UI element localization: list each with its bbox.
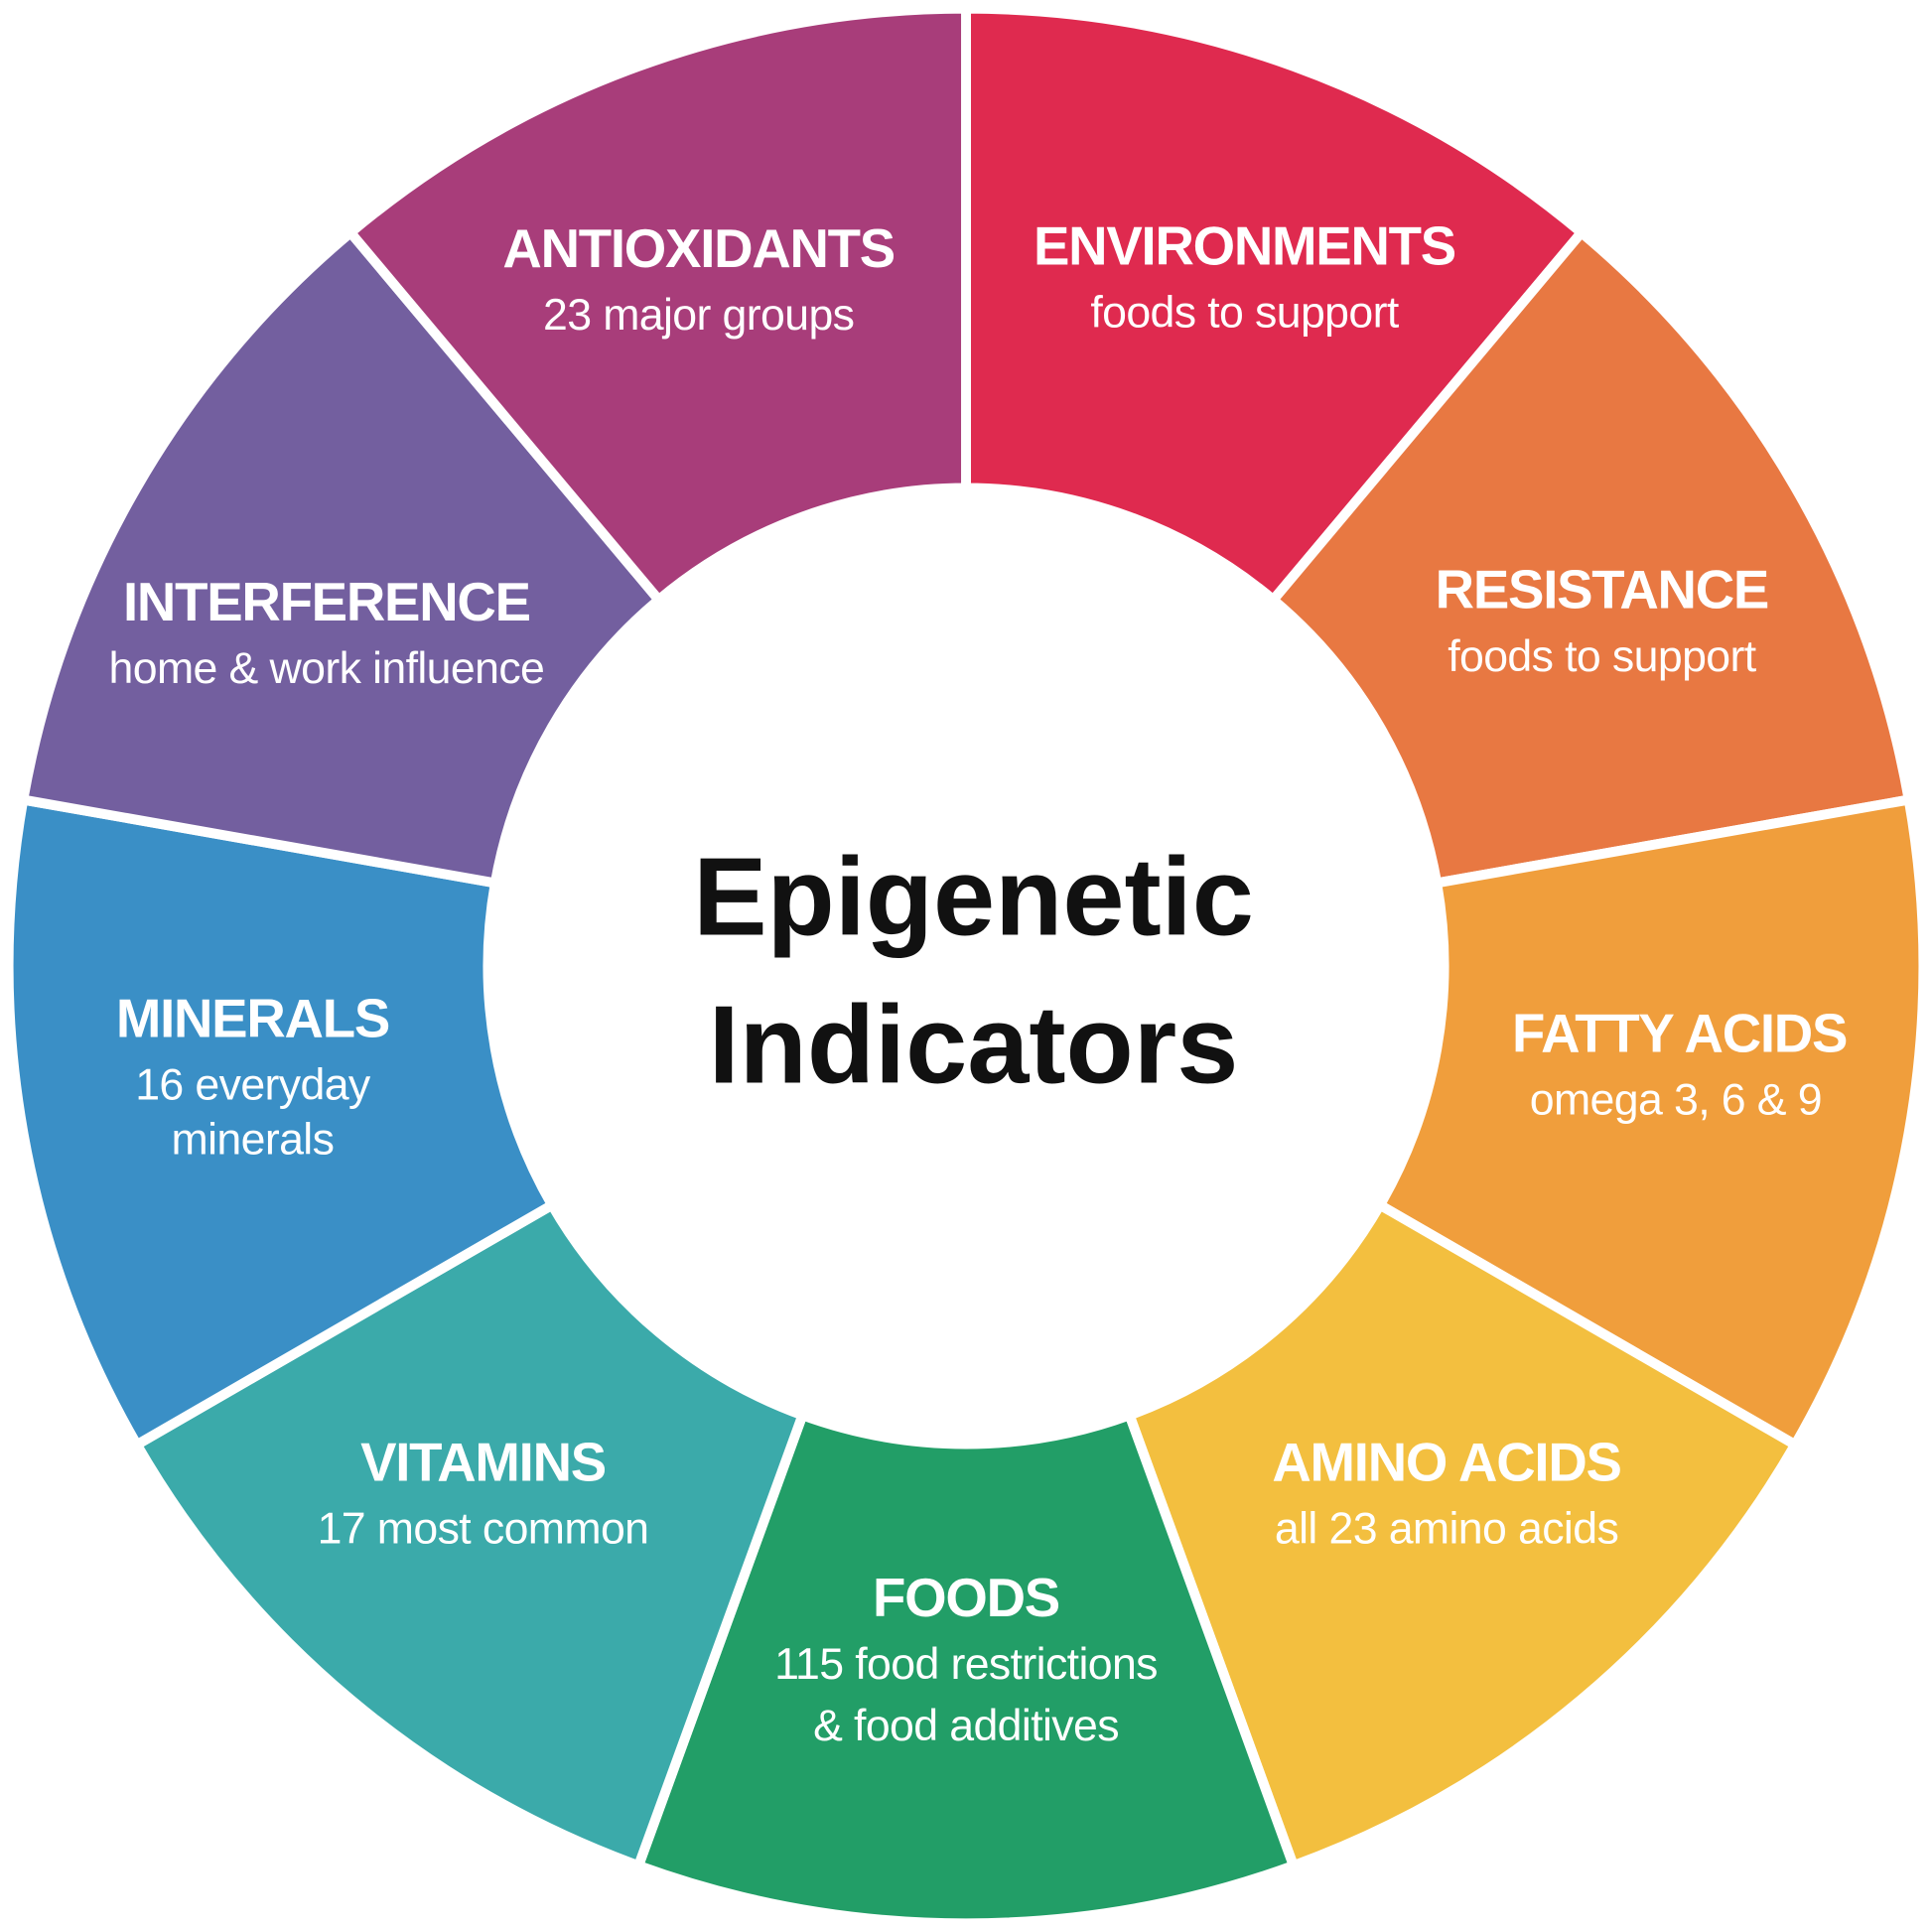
- segment-title-fatty-acids: FATTY ACIDS: [1512, 1003, 1847, 1063]
- center-title-line-2: Indicators: [709, 983, 1239, 1107]
- segment-subtitle-fatty-acids: omega 3, 6 & 9: [1530, 1076, 1822, 1125]
- segment-title-foods: FOODS: [873, 1568, 1059, 1628]
- segment-environments: [961, 3, 1588, 608]
- segment-minerals: [3, 793, 559, 1451]
- segment-resistance: [1266, 225, 1915, 890]
- segment-subtitle-amino-acids: all 23 amino acids: [1275, 1504, 1618, 1553]
- segment-title-resistance: RESISTANCE: [1436, 560, 1768, 621]
- segment-subtitle-interference: home & work influence: [109, 644, 545, 693]
- segment-title-antioxidants: ANTIOXIDANTS: [502, 218, 895, 279]
- segment-title-environments: ENVIRONMENTS: [1034, 215, 1455, 276]
- segment-title-amino-acids: AMINO ACIDS: [1272, 1432, 1620, 1492]
- segment-subtitle-resistance: foods to support: [1448, 632, 1757, 681]
- segment-subtitle-foods-1: 115 food restrictions: [774, 1640, 1158, 1689]
- segment-title-minerals: MINERALS: [116, 989, 389, 1049]
- segment-subtitle-minerals-2: minerals: [172, 1115, 335, 1164]
- segment-amino-acids: [1123, 1197, 1802, 1872]
- center-title-line-1: Epigenetic: [693, 835, 1254, 959]
- segment-vitamins: [130, 1197, 809, 1872]
- segment-subtitle-foods-2: & food additives: [813, 1702, 1119, 1750]
- segment-subtitle-vitamins: 17 most common: [318, 1504, 649, 1553]
- segment-interference: [17, 225, 666, 890]
- segment-foods: [631, 1409, 1301, 1929]
- segment-title-interference: INTERFERENCE: [123, 572, 530, 632]
- segment-subtitle-antioxidants: 23 major groups: [543, 291, 854, 340]
- segments: [3, 3, 1929, 1929]
- segment-subtitle-minerals-1: 16 everyday: [135, 1061, 371, 1110]
- segment-antioxidants: [344, 3, 971, 608]
- segment-subtitle-environments: foods to support: [1090, 289, 1400, 338]
- segment-title-vitamins: VITAMINS: [360, 1432, 606, 1492]
